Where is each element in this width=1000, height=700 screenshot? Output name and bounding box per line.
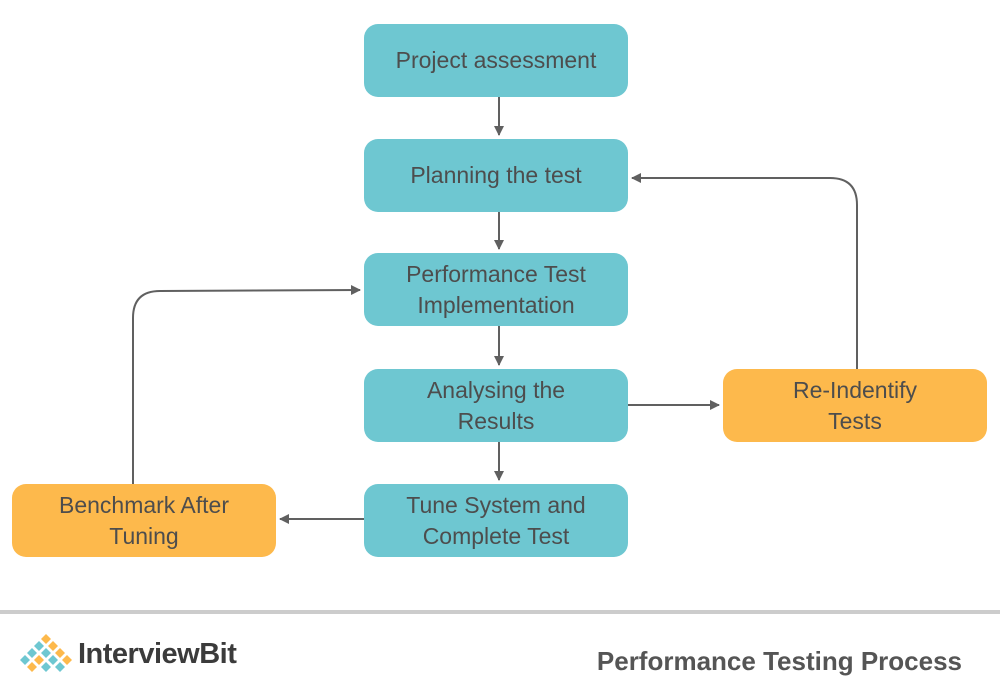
brand-name: InterviewBit: [78, 637, 237, 670]
step-label-line-2: Results: [457, 407, 535, 434]
step-label-line-1: Re-Indentify: [792, 376, 917, 403]
step-label-line-2: Tests: [828, 407, 882, 434]
step-label-line-2: Tuning: [109, 522, 179, 549]
step-label-line-1: Analysing the: [426, 376, 566, 403]
step-re-indentify-tests: Re-Indentify Tests: [723, 369, 987, 442]
step-benchmark-after-tuning: Benchmark After Tuning: [12, 484, 276, 557]
connector-benchmark-to-implementation: [132, 285, 361, 484]
brand-logo: InterviewBit: [20, 634, 237, 674]
step-tune-system-and-complete-test: Tune System and Complete Test: [364, 484, 628, 557]
step-label: Project assessment: [395, 47, 597, 73]
step-label-line-1: Benchmark After: [58, 491, 230, 518]
step-label-line-2: Complete Test: [422, 522, 570, 549]
footer-divider: [0, 610, 1000, 614]
step-label-line-1: Performance Test: [406, 260, 586, 287]
step-analysing-the-results: Analysing the Results: [364, 369, 628, 442]
step-project-assessment: Project assessment: [364, 24, 628, 97]
connector-layer: [132, 97, 858, 524]
step-label: Planning the test: [410, 162, 582, 188]
interviewbit-logo-icon: [20, 634, 72, 672]
step-performance-test-implementation: Performance Test Implementation: [364, 253, 628, 326]
diagram-caption: Performance Testing Process: [596, 646, 962, 676]
connector-reidentify-to-planning: [631, 173, 858, 369]
step-planning-the-test: Planning the test: [364, 139, 628, 212]
step-label-line-1: Tune System and: [406, 491, 586, 518]
step-label-line-2: Implementation: [417, 291, 575, 318]
